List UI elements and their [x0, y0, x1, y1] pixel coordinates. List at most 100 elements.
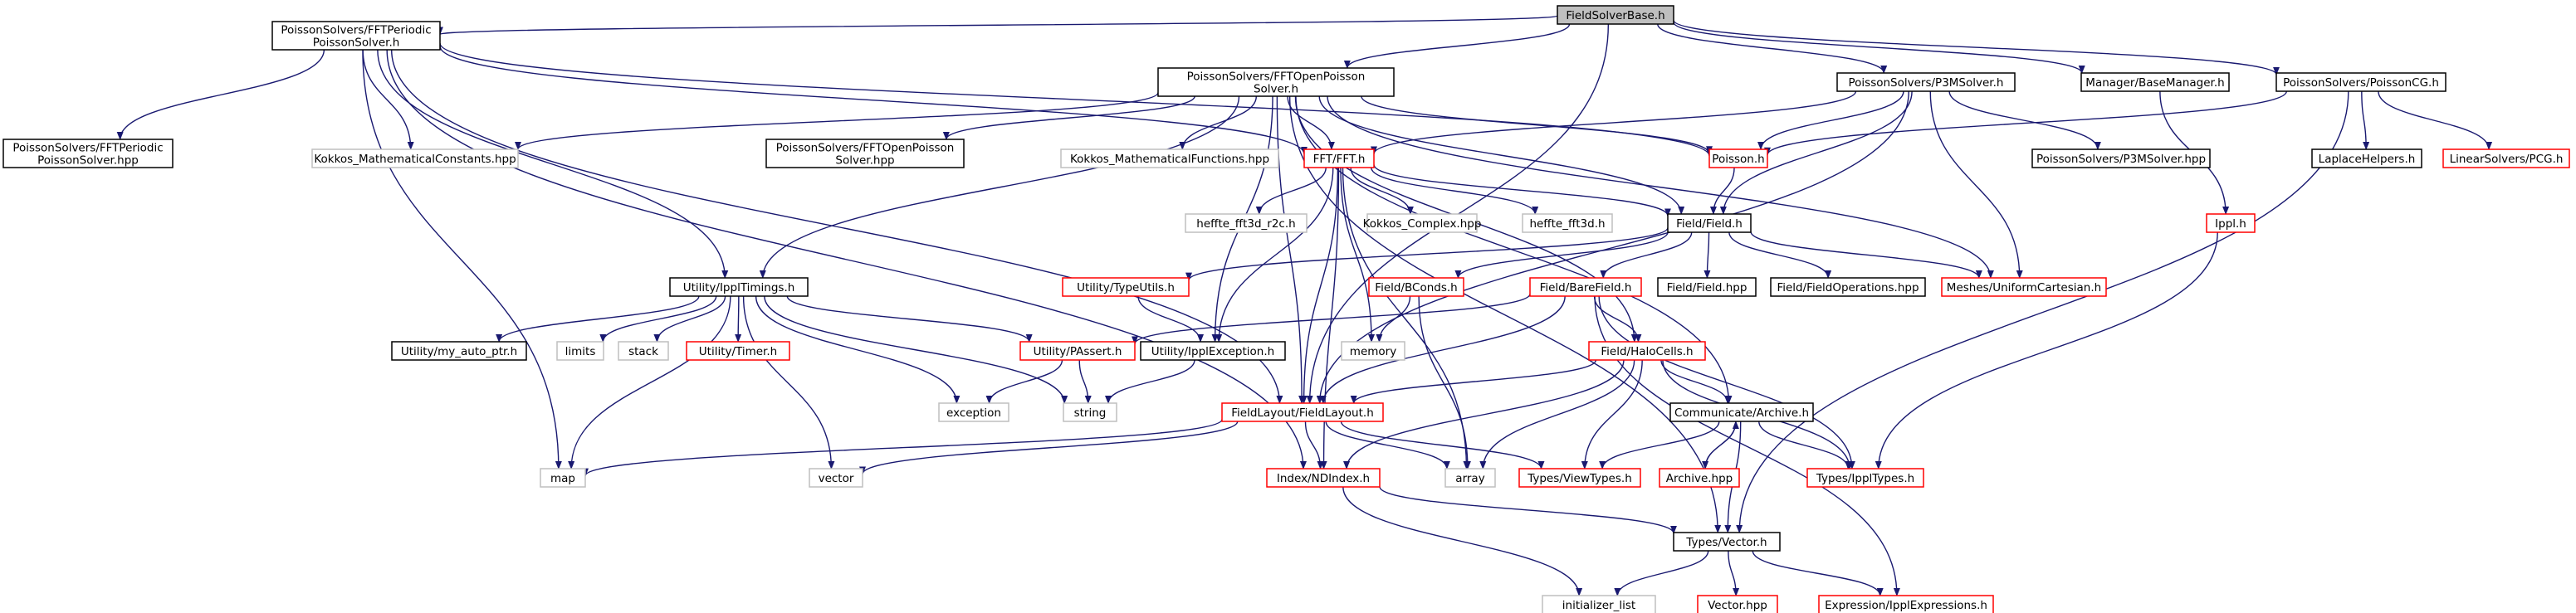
node-box: [1806, 468, 1924, 488]
node-label: memory: [1350, 345, 1396, 358]
node-p3-msolver[interactable]: PoissonSolvers/P3MSolver.h: [1836, 72, 2016, 92]
node-box: [669, 277, 809, 297]
node-archive[interactable]: Communicate/Archive.h: [1669, 402, 1814, 422]
node-ippl-types[interactable]: Types/IpplTypes.h: [1806, 468, 1924, 488]
edge-passert-to-exception: [985, 359, 1063, 404]
node-archive-hpp[interactable]: Archive.hpp: [1659, 468, 1740, 488]
node-ndindex[interactable]: Index/NDIndex.h: [1266, 468, 1381, 488]
edge-field-solver-base-to-base-manager: [1673, 22, 2085, 74]
node-pcg[interactable]: LinearSolvers/PCG.h: [2442, 148, 2570, 168]
node-heffte3d[interactable]: heffte_fft3d.h: [1522, 213, 1613, 233]
edge-halo-cells-to-field-layout: [1350, 359, 1597, 404]
node-label: exception: [946, 406, 1001, 420]
node-box: [1818, 595, 1994, 613]
node-kokkos-complex[interactable]: Kokkos_Complex.hpp: [1363, 213, 1482, 233]
node-label: Utility/PAssert.h: [1034, 345, 1122, 358]
node-init-list[interactable]: initializer_list: [1542, 595, 1656, 613]
node-box: [2275, 72, 2446, 92]
node-my-auto-ptr[interactable]: Utility/my_auto_ptr.h: [391, 341, 527, 361]
node-label: heffte_fft3d.h: [1529, 217, 1605, 231]
node-fftperiodic[interactable]: PoissonSolvers/FFTPeriodicPoissonSolver.…: [271, 21, 441, 51]
node-map[interactable]: map: [540, 468, 586, 488]
node-field-layout[interactable]: FieldLayout/FieldLayout.h: [1221, 402, 1384, 422]
node-label: Poisson.h: [1712, 153, 1764, 166]
edge-field-solver-base-to-fftperiodic: [437, 15, 1558, 36]
node-timer[interactable]: Utility/Timer.h: [686, 341, 790, 361]
edge-fftopen-to-field: [1318, 95, 1685, 215]
node-box: [271, 21, 441, 51]
node-kokkos-math-const[interactable]: Kokkos_MathematicalConstants.hpp: [311, 148, 519, 168]
edge-bare-field-to-field-layout: [1319, 295, 1566, 404]
node-label: Kokkos_MathematicalFunctions.hpp: [1070, 153, 1269, 166]
node-box: [1522, 213, 1613, 233]
edge-halo-cells-to-array: [1479, 359, 1635, 469]
node-vector-hpp[interactable]: Vector.hpp: [1697, 595, 1778, 613]
node-poisson-cg[interactable]: PoissonSolvers/PoissonCG.h: [2275, 72, 2446, 92]
node-label: Kokkos_Complex.hpp: [1363, 217, 1482, 231]
node-limits[interactable]: limits: [556, 341, 604, 361]
node-heffte-r2-c[interactable]: heffte_fft3d_r2c.h: [1185, 213, 1308, 233]
node-box: [618, 341, 669, 361]
node-label: Field/FieldOperations.hpp: [1777, 281, 1919, 294]
node-types-vector[interactable]: Types/Vector.h: [1673, 532, 1781, 552]
node-box: [1697, 595, 1778, 613]
node-vector[interactable]: vector: [809, 468, 863, 488]
dependency-edges: [116, 15, 2493, 596]
node-view-types[interactable]: Types/ViewTypes.h: [1518, 468, 1641, 488]
node-ippl-exception[interactable]: Utility/IpplException.h: [1140, 341, 1286, 361]
node-ippl[interactable]: Ippl.h: [2206, 213, 2256, 233]
node-box: [1669, 402, 1814, 422]
node-laplace-helpers[interactable]: LaplaceHelpers.h: [2311, 148, 2422, 168]
node-bare-field[interactable]: Field/BareField.h: [1529, 277, 1642, 297]
edge-fftopen-to-fft: [1287, 95, 1335, 150]
node-label: FieldSolverBase.h: [1566, 9, 1664, 22]
edge-fftopen-to-kokkos-math-func: [1179, 95, 1258, 150]
edge-ndindex-to-types-vector: [1379, 486, 1677, 534]
node-exception[interactable]: exception: [938, 402, 1009, 422]
node-field[interactable]: Field/Field.h: [1667, 213, 1752, 233]
edge-fftopen-to-types-vector: [1288, 95, 1722, 533]
node-passert[interactable]: Utility/PAssert.h: [1019, 341, 1136, 361]
node-memory[interactable]: memory: [1341, 341, 1405, 361]
node-label: Solver.h: [1254, 83, 1298, 96]
edge-types-vector-to-vector-hpp: [1728, 550, 1740, 596]
edge-fftperiodic-to-ndindex: [386, 49, 1307, 469]
node-label: vector: [819, 472, 854, 485]
node-label: Ippl.h: [2215, 217, 2246, 231]
node-halo-cells[interactable]: Field/HaloCells.h: [1588, 341, 1706, 361]
node-box: [1221, 402, 1384, 422]
node-kokkos-math-func[interactable]: Kokkos_MathematicalFunctions.hpp: [1060, 148, 1279, 168]
node-fft[interactable]: FFT/FFT.h: [1303, 148, 1375, 168]
node-box: [1542, 595, 1656, 613]
node-label: Utility/IpplTimings.h: [683, 281, 795, 294]
node-ippl-timings[interactable]: Utility/IpplTimings.h: [669, 277, 809, 297]
node-string[interactable]: string: [1063, 402, 1117, 422]
node-uniform-cartesian[interactable]: Meshes/UniformCartesian.h: [1941, 277, 2107, 297]
node-stack[interactable]: stack: [618, 341, 669, 361]
node-box: [1770, 277, 1926, 297]
node-label: PoissonSolvers/PoissonCG.h: [2283, 76, 2439, 90]
node-fftperiodic-hpp[interactable]: PoissonSolvers/FFTPeriodicPoissonSolver.…: [2, 139, 174, 168]
node-poisson[interactable]: Poisson.h: [1708, 148, 1768, 168]
node-field-solver-base[interactable]: FieldSolverBase.h: [1557, 5, 1674, 25]
node-box: [311, 148, 519, 168]
edge-fftperiodic-to-map: [362, 49, 562, 469]
edge-fftopen-to-poisson: [1361, 95, 1713, 155]
edge-fftperiodic-to-field-layout: [390, 49, 1283, 404]
node-box: [1941, 277, 2107, 297]
node-type-utils[interactable]: Utility/TypeUtils.h: [1062, 277, 1190, 297]
edge-bare-field-to-halo-cells: [1593, 295, 1642, 343]
node-ippl-expressions[interactable]: Expression/IpplExpressions.h: [1818, 595, 1994, 613]
node-field-ops[interactable]: Field/FieldOperations.hpp: [1770, 277, 1926, 297]
node-field-hpp[interactable]: Field/Field.hpp: [1657, 277, 1757, 297]
node-bconds[interactable]: Field/BConds.h: [1368, 277, 1464, 297]
node-label: Field/Field.h: [1676, 217, 1743, 231]
node-array[interactable]: array: [1444, 468, 1496, 488]
node-p3-msolver-hpp[interactable]: PoissonSolvers/P3MSolver.hpp: [2031, 148, 2211, 168]
edge-archive-to-ippl-types: [1758, 421, 1852, 469]
node-base-manager[interactable]: Manager/BaseManager.h: [2080, 72, 2230, 92]
edge-poisson-to-field: [1709, 167, 1735, 215]
